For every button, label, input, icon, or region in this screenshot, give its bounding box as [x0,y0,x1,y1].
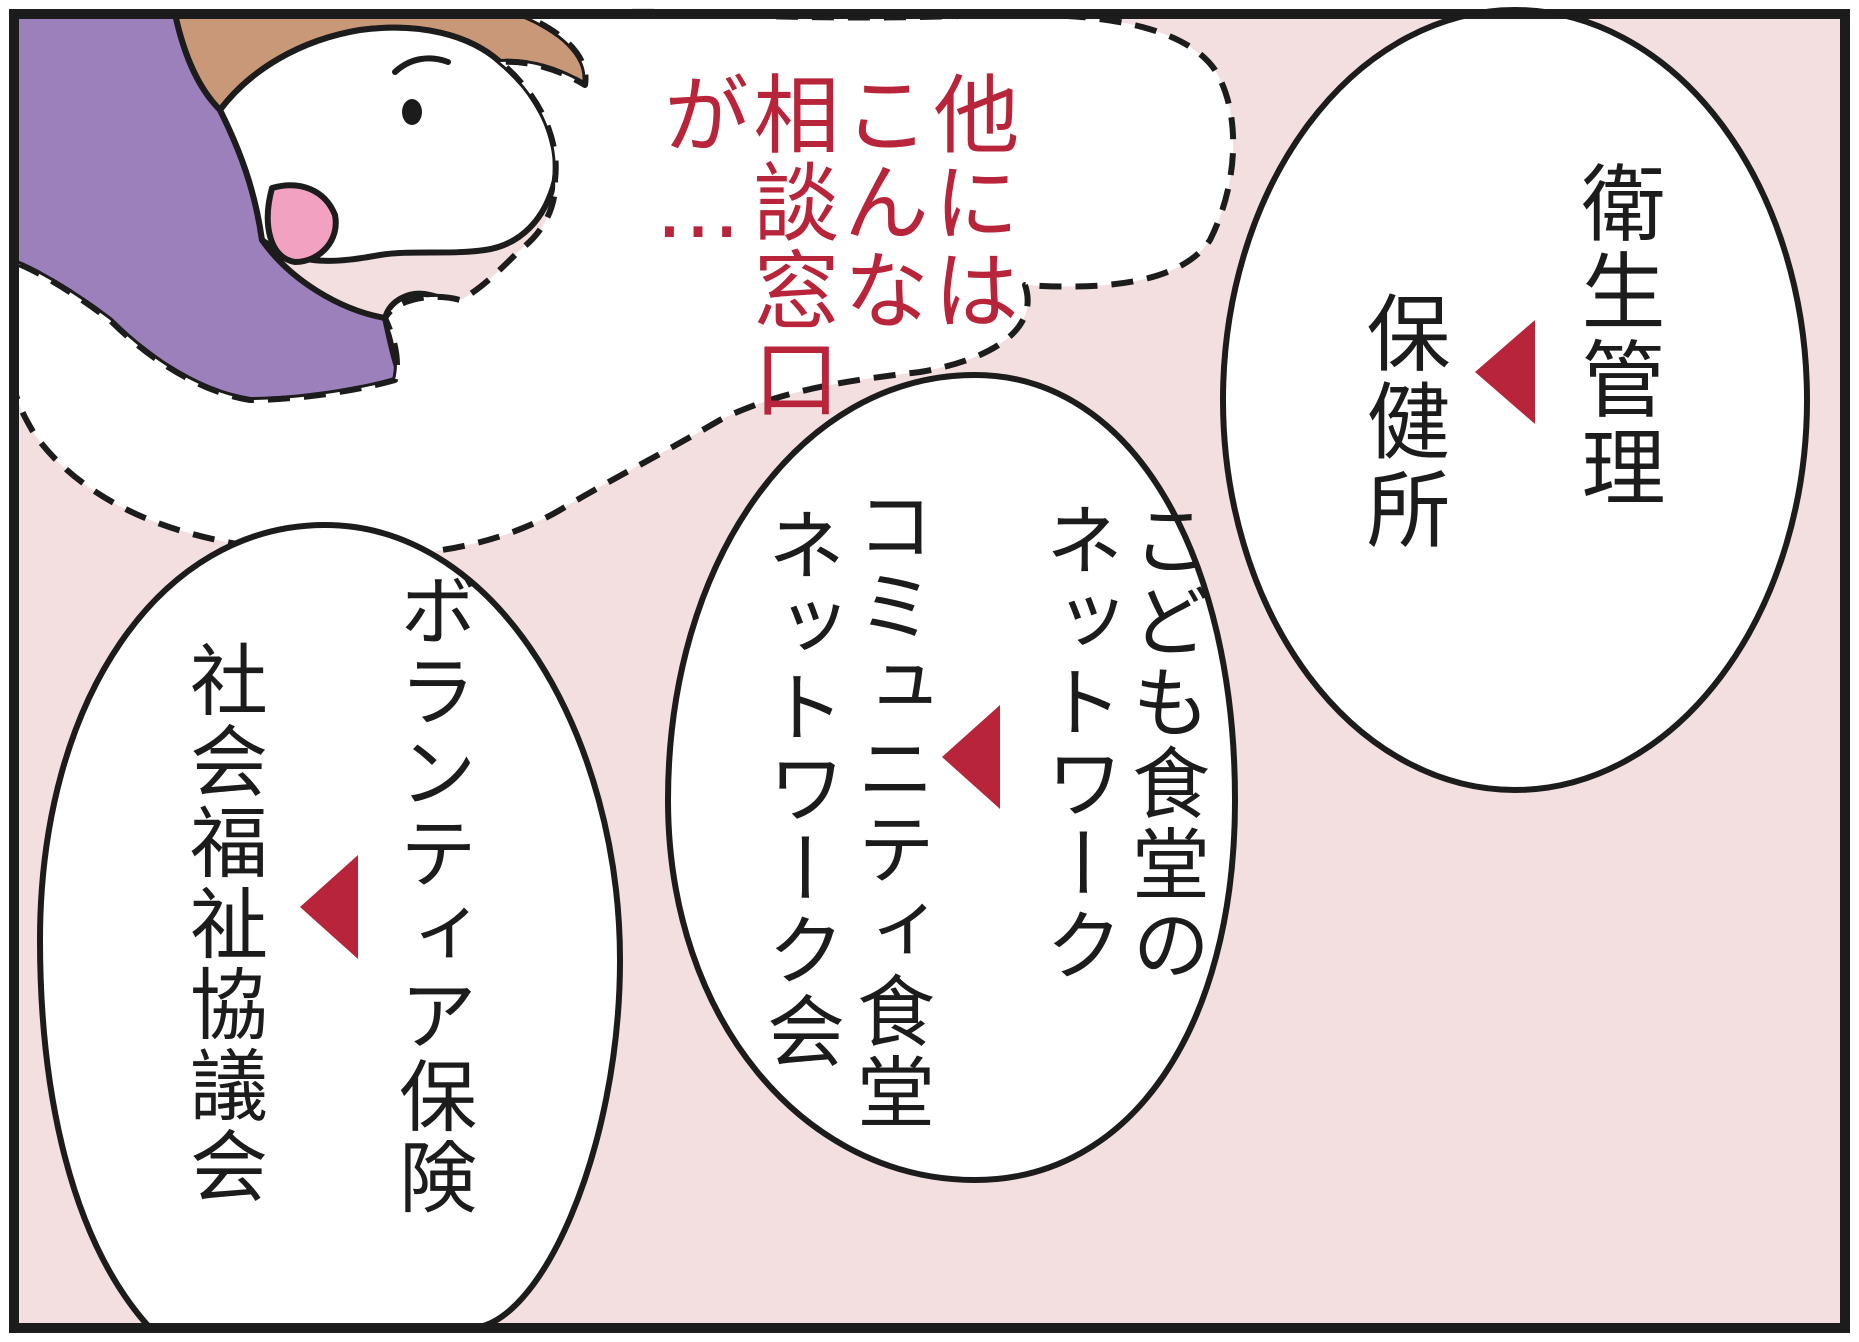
bubble-kodomo-contact-line-1: コミュニティ食堂 [844,485,934,1133]
speech-line-3: 相談窓口 [738,70,838,422]
panel-border [9,9,1850,1333]
bubble-kodomo-topic-line-1: こども食堂の [1119,500,1209,986]
bubble-volunteer-topic: ボランティア保険 [386,570,476,1218]
character-mouth [264,182,339,265]
bubble-kodomo-topic-line-2: ネットワーク [1032,500,1122,986]
bubble-hygiene-contact: 保健所 [1353,290,1451,554]
bubble-hygiene-topic: 衛生管理 [1568,160,1666,512]
thought-bubble-outline [11,8,1237,559]
bubble-volunteer-contact: 社会福祉協議会 [177,640,267,1207]
speech-line-2: こんな [828,70,928,334]
arrow-hygiene-icon [1475,320,1535,424]
bubble-kodomo-contact-line-2: ネットワーク会 [754,505,844,1072]
bubble-kodomo-outline [664,371,1239,1184]
speech-line-1: 他には [918,70,1018,334]
character-eye [402,99,422,125]
speech-line-4: が… [648,70,748,260]
arrow-kodomo-icon [942,705,1000,809]
arrow-volunteer-icon [300,855,358,959]
character-eyebrow [392,55,451,75]
